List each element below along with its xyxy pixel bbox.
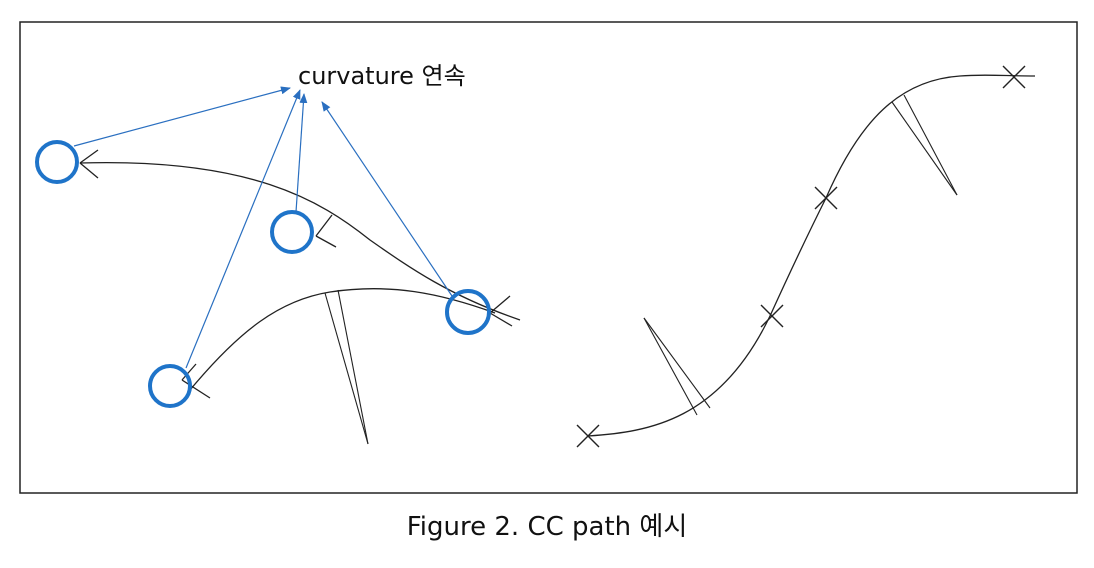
annotation-label: curvature 연속 (298, 62, 466, 90)
waypoint-marker (315, 214, 337, 248)
highlight-circle (35, 140, 79, 184)
annotation-arrow (185, 89, 301, 369)
highlight-circle (445, 289, 491, 335)
waypoint-marker (79, 149, 99, 179)
waypoint-marker (489, 295, 513, 327)
diagram-border (19, 21, 1078, 494)
annotation-arrow (321, 101, 453, 297)
waypoint-marker (181, 363, 211, 399)
figure-caption: Figure 2. CC path 예시 (406, 512, 688, 542)
annotation-arrow (295, 93, 308, 213)
right-curvature-spike-lower (643, 317, 711, 416)
left-curvature-spike (324, 289, 369, 445)
highlight-circle (148, 364, 192, 408)
waypoint-x-marker (576, 424, 600, 448)
waypoint-x-marker (1002, 65, 1026, 89)
waypoint-x-marker (760, 304, 784, 328)
figure-frame: curvature 연속 (19, 21, 1078, 494)
highlight-circle (270, 210, 314, 254)
waypoint-x-marker (814, 186, 838, 210)
annotation-arrow (73, 86, 291, 147)
right-path (587, 74, 1036, 437)
right-curvature-spike-upper (891, 94, 958, 196)
cc-path-diagram: curvature 연속 (19, 21, 1078, 494)
left-upper-path (79, 161, 521, 321)
left-lower-path (189, 288, 496, 391)
